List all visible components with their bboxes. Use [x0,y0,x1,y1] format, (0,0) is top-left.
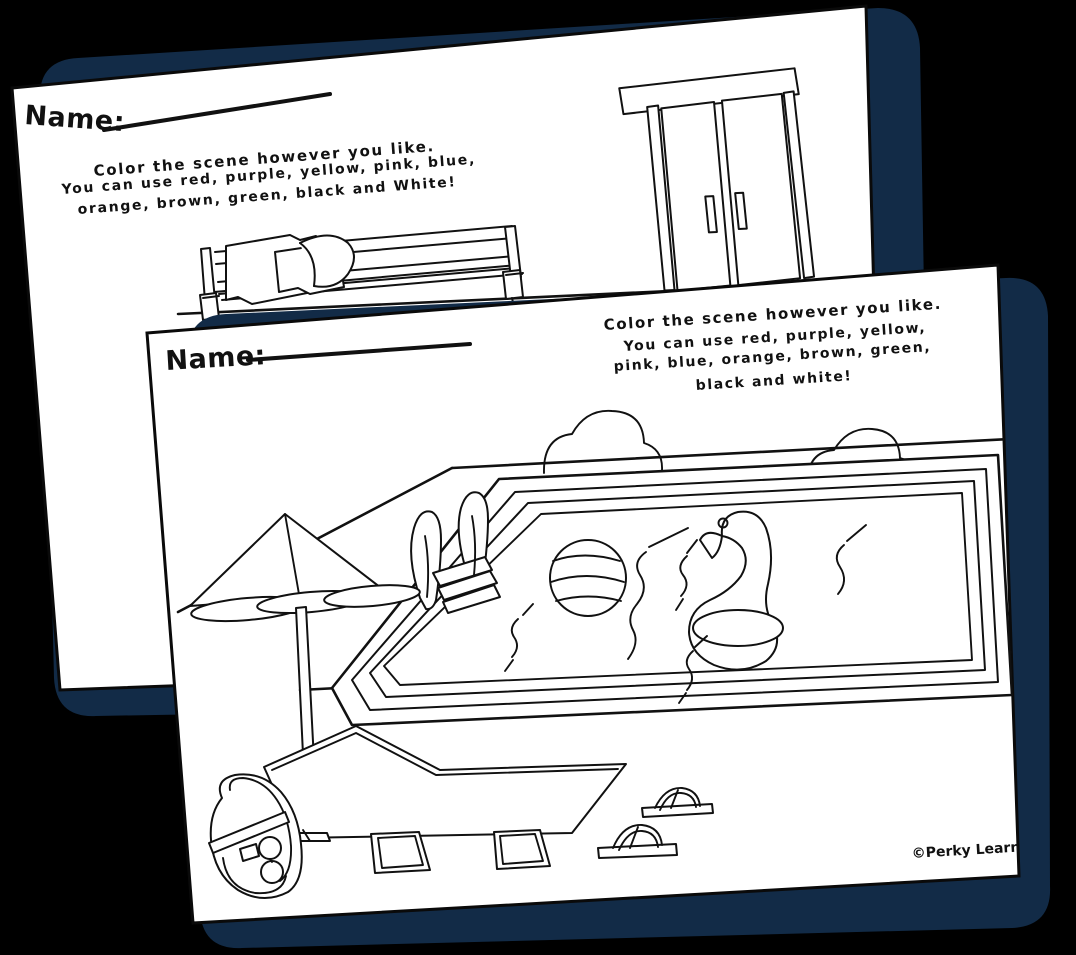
page-2-name-blank-line[interactable] [246,342,472,362]
swimming-pool-icon [330,453,1014,727]
beach-bag-icon [208,773,303,899]
lounge-chair-icon [263,725,627,874]
pool-ladder-icon [410,491,501,614]
copyright-label: ©Perky Learning [911,838,1045,862]
page-1-name-blank-line[interactable] [102,92,332,132]
flip-flop-icon [597,824,678,859]
cloud-icon [543,409,663,474]
double-door-icon [618,67,816,292]
page-1-name-label: Name: [23,100,126,138]
beach-ball-icon [549,539,627,617]
page-1-name-field[interactable]: Name: [23,92,332,138]
flip-flop-icon [641,787,714,818]
horizon-line-icon [450,437,1012,470]
water-ripple-icon [504,524,867,704]
flamingo-float-icon [688,510,784,671]
worksheet-page-2[interactable]: Name: Color the scene however you like. … [145,263,1046,925]
porch-bench-icon [199,225,524,331]
page-2-name-field[interactable]: Name: [165,340,472,377]
